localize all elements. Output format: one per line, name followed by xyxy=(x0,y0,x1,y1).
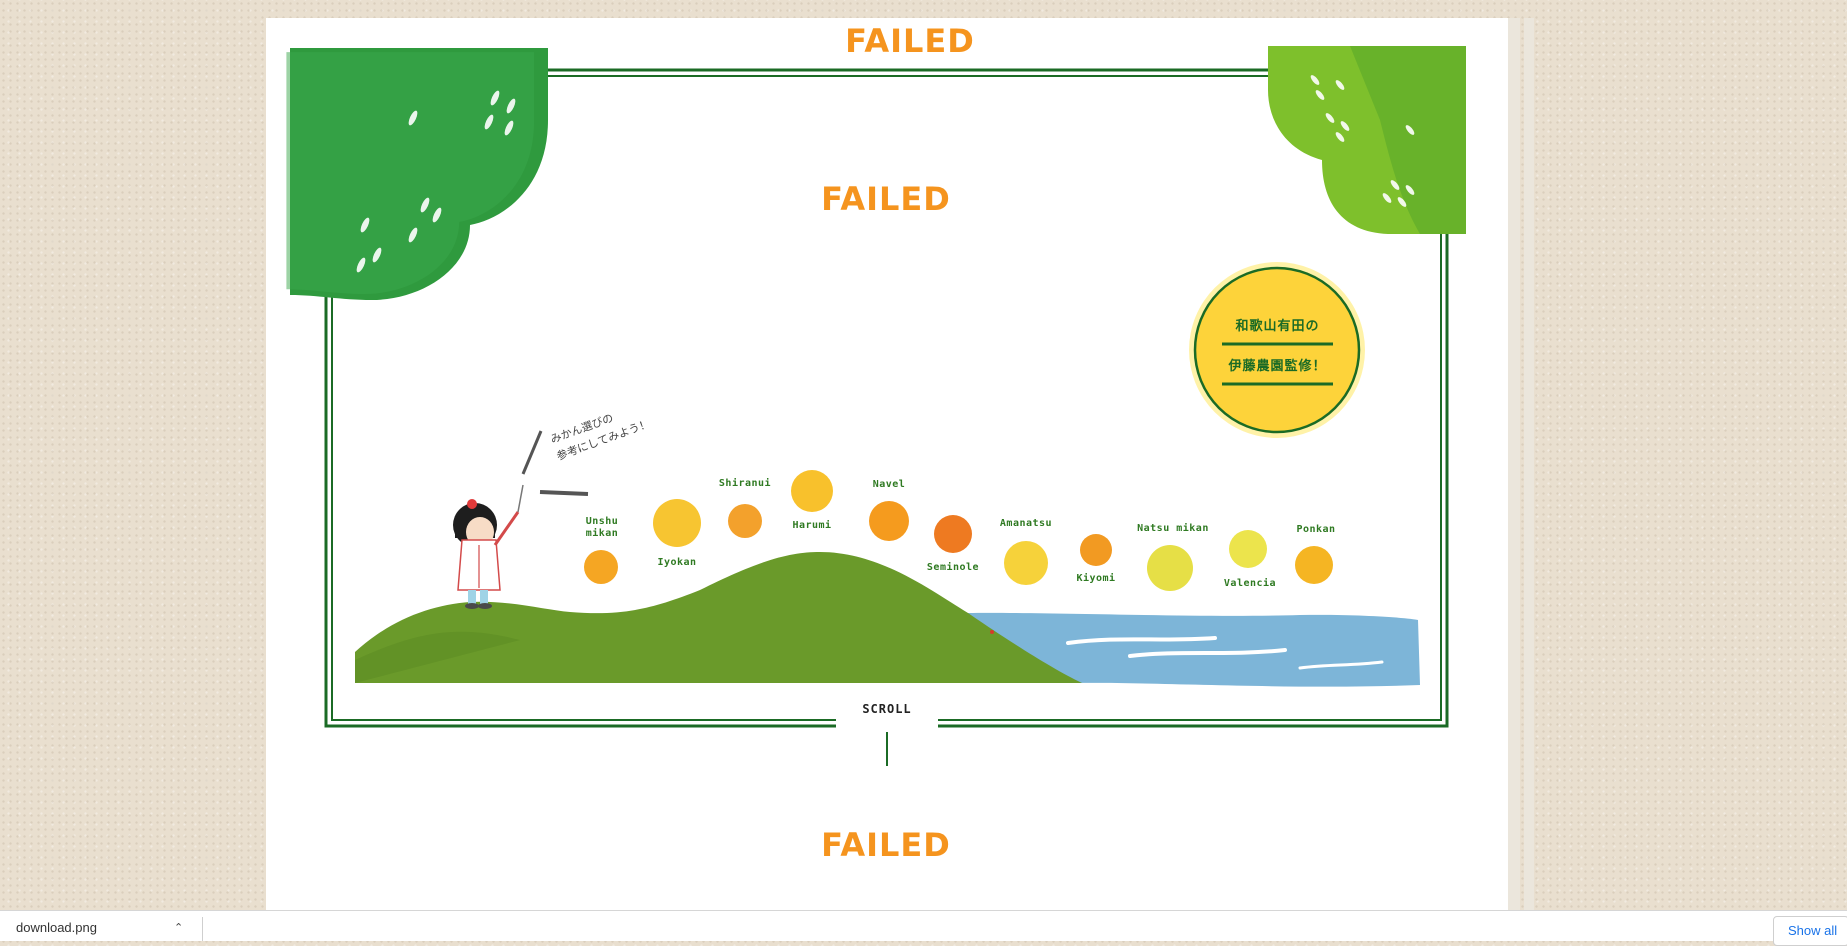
fruit-label-shiranui: Shiranui xyxy=(718,478,772,489)
fruit-navel xyxy=(869,501,909,541)
fruit-label-amanatsu: Amanatsu xyxy=(999,518,1053,529)
fruit-amanatsu xyxy=(1004,541,1048,585)
fruit-ponkan xyxy=(1295,546,1333,584)
failed-image-text-top: FAILED xyxy=(845,22,975,60)
failed-image-text-bottom: FAILED xyxy=(821,826,951,864)
download-item-name[interactable]: download.png xyxy=(16,920,97,935)
fruit-shiranui xyxy=(728,504,762,538)
badge-line-2: 伊藤農園監修！ xyxy=(1228,359,1327,374)
fruit-iyokan xyxy=(653,499,701,547)
fruit-label-iyokan: Iyokan xyxy=(657,557,697,568)
chevron-up-icon[interactable]: ⌃ xyxy=(174,921,184,934)
divider xyxy=(202,917,203,941)
girl-character xyxy=(453,484,524,609)
fruit-set xyxy=(584,470,1333,591)
fruit-unshu-mikan xyxy=(584,550,618,584)
hills xyxy=(355,552,1082,683)
fruit-label-seminole: Seminole xyxy=(926,562,980,573)
downloads-bar: download.png ⌃ Show all xyxy=(0,910,1847,946)
failed-image-text-middle: FAILED xyxy=(821,180,951,218)
fruit-label-harumi: Harumi xyxy=(792,520,832,531)
badge-line-1: 和歌山有田の xyxy=(1235,319,1320,334)
fruit-label-kiyomi: Kiyomi xyxy=(1076,573,1116,584)
fruit-seminole xyxy=(934,515,972,553)
fruit-label-navel: Navel xyxy=(872,479,906,490)
badge-circle xyxy=(1189,262,1365,438)
tree-top-right xyxy=(1268,46,1466,234)
fruit-valencia xyxy=(1229,530,1267,568)
fruit-label-unshu-mikan: Unshu mikan xyxy=(585,516,619,539)
sheet-edge-strip xyxy=(1508,18,1520,940)
sheet-edge-strip-2 xyxy=(1524,18,1534,940)
fruit-label-ponkan: Ponkan xyxy=(1296,524,1336,535)
fruit-natsu-mikan xyxy=(1147,545,1193,591)
scroll-indicator[interactable]: SCROLL xyxy=(862,702,912,716)
fruit-kiyomi xyxy=(1080,534,1112,566)
fruit-harumi xyxy=(791,470,833,512)
fruit-label-valencia: Valencia xyxy=(1223,578,1277,589)
tree-top-left xyxy=(286,48,548,300)
fruit-label-natsu-mikan: Natsu mikan xyxy=(1137,523,1209,534)
show-all-button[interactable]: Show all xyxy=(1773,916,1847,946)
